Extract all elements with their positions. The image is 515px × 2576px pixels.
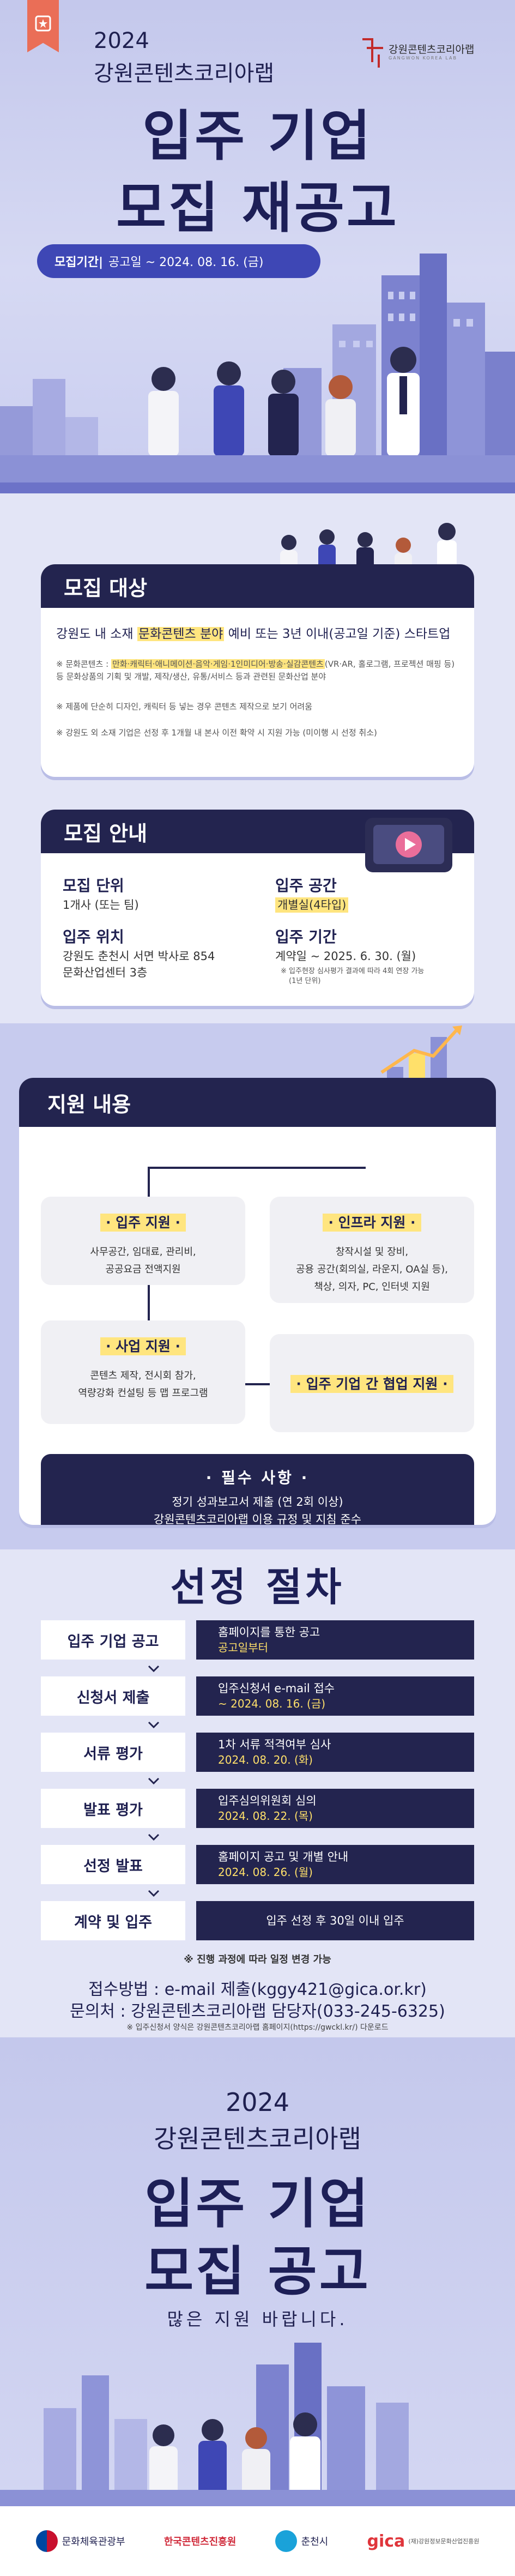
box-business-support: · 사업 지원 · 콘텐츠 제작, 전시회 참가, 역량강화 컨설팅 등 맵 프… xyxy=(41,1320,245,1424)
location-value-1: 강원도 춘천시 서면 박사로 854 xyxy=(63,950,215,963)
required-title: · 필수 사항 · xyxy=(205,1469,310,1487)
sponsor-mcst: 문화체육관광부 xyxy=(35,2530,125,2552)
org-logo: 강원콘텐츠코리아랩 GANGWON KOREA LAB xyxy=(362,35,499,68)
unit-label: 모집 단위 xyxy=(63,877,124,895)
target-card: 모집 대상 강원도 내 소재 문화콘텐츠 분야 예비 또는 3년 이내(공고일 … xyxy=(41,564,474,777)
space-value: 개별실(4타입) xyxy=(275,897,349,913)
required-line-1: 정기 성과보고서 제출 (연 2회 이상) xyxy=(172,1495,343,1509)
target-note-2: ※ 제품에 단순히 디자인, 캐릭터 등 넣는 경우 콘텐츠 제작으로 보기 어… xyxy=(56,702,312,711)
process-heading: 선정 절차 xyxy=(170,1564,345,1610)
connector-line xyxy=(148,1285,150,1320)
sponsor-gica: gica (재)강원정보문화산업진흥원 xyxy=(367,2531,480,2551)
video-monitor-icon xyxy=(365,818,452,872)
chevron-down-icon xyxy=(148,1665,160,1673)
connector-line xyxy=(148,1167,366,1169)
connector-line xyxy=(243,1383,272,1385)
period-value: 공고일 ~ 2024. 08. 16. (금) xyxy=(108,256,264,269)
recruit-period-pill: 모집기간| 공고일 ~ 2024. 08. 16. (금) xyxy=(37,244,320,278)
footer-city-illustration xyxy=(0,2343,515,2506)
space-label: 입주 공간 xyxy=(275,877,337,895)
guide-section: 모집 안내 모집 단위 1개사 (또는 팀) 입주 위치 강원도 춘천시 서면 … xyxy=(0,799,515,1023)
taegeuk-icon xyxy=(35,2530,58,2552)
target-note-3: ※ 강원도 외 소재 기업은 선정 후 1개월 내 본사 이전 확약 시 지원 … xyxy=(56,728,377,738)
sponsor-bar: 문화체육관광부 한국콘텐츠진흥원 춘천시 gica (재)강원정보문화산업진흥원 xyxy=(0,2506,515,2576)
footer-subtitle: 많은 지원 바랍니다. xyxy=(167,2309,348,2330)
process-step: 신청서 제출 입주신청서 e-mail 접수~ 2024. 08. 16. (금… xyxy=(41,1676,474,1716)
period-value: 계약일 ~ 2025. 6. 30. (월) xyxy=(275,950,416,963)
highlight-culture: 문화콘텐츠 분야 xyxy=(137,627,225,641)
required-line-2: 강원콘텐츠코리아랩 이용 규정 및 지침 준수 xyxy=(153,1513,362,1525)
location-label: 입주 위치 xyxy=(63,928,124,946)
city-skyline-illustration xyxy=(0,254,515,493)
chevron-down-icon xyxy=(148,1833,160,1841)
contact-inquiry: 문의처 : 강원콘텐츠코리아랩 담당자(033-245-6325) xyxy=(70,2002,445,2021)
location-value-2: 문화산업센터 3층 xyxy=(63,966,148,979)
period-note-2: (1년 단위) xyxy=(289,977,321,985)
footer-title-line1: 입주 기업 xyxy=(144,2173,371,2235)
guide-card: 모집 안내 모집 단위 1개사 (또는 팀) 입주 위치 강원도 춘천시 서면 … xyxy=(41,810,474,1006)
footer-section: 2024 강원콘텐츠코리아랩 입주 기업 모집 공고 많은 지원 바랍니다. 문… xyxy=(0,2037,515,2576)
hero-org: 강원콘텐츠코리아랩 xyxy=(94,61,275,86)
connector-line xyxy=(148,1167,150,1197)
hero-year: 2024 xyxy=(94,28,149,53)
sponsor-kocca: 한국콘텐츠진흥원 xyxy=(163,2536,237,2548)
period-note-1: ※ 입주현장 심사평가 결과에 따라 4회 연장 가능 xyxy=(281,967,425,975)
footer-title-line2: 모집 공고 xyxy=(144,2241,371,2303)
chuncheon-logo-icon xyxy=(275,2530,297,2552)
unit-value: 1개사 (또는 팀) xyxy=(63,898,139,912)
logo-mark-icon xyxy=(362,35,384,68)
contact-method: 접수방법 : e-mail 제출(kggy421@gica.or.kr) xyxy=(88,1980,427,1999)
process-footnote: ※ 입주신청서 양식은 강원콘텐츠코리아랩 홈페이지(https://gwckl… xyxy=(126,2023,389,2032)
logo-subtext: GANGWON KOREA LAB xyxy=(389,56,457,61)
target-section: 모집 대상 강원도 내 소재 문화콘텐츠 분야 예비 또는 3년 이내(공고일 … xyxy=(0,493,515,799)
chevron-down-icon xyxy=(148,1777,160,1785)
period-label: 입주 기간 xyxy=(275,928,337,946)
sponsor-chuncheon: 춘천시 xyxy=(275,2530,328,2552)
footer-year: 2024 xyxy=(225,2088,290,2117)
box-residence-support: · 입주 지원 · 사무공간, 임대료, 관리비, 공공요금 전액지원 xyxy=(41,1197,245,1285)
hero-title-line1: 입주 기업 xyxy=(142,104,373,168)
period-label: 모집기간| xyxy=(54,256,103,269)
target-heading: 모집 대상 xyxy=(41,564,474,608)
target-main-text: 강원도 내 소재 문화콘텐츠 분야 예비 또는 3년 이내(공고일 기준) 스타… xyxy=(56,627,451,641)
process-note: ※ 진행 과정에 따라 일정 변경 가능 xyxy=(184,1954,331,1965)
hero-title-line2: 모집 재공고 xyxy=(116,176,399,240)
target-note-1: ※ 문화콘텐츠 : 만화·캐릭터·애니메이션·음악·게임·1인미디어·방송·실감… xyxy=(56,659,455,681)
support-card: 지원 내용 · 입주 지원 · 사무공간, 임대료, 관리비, 공공요금 전액지… xyxy=(19,1078,496,1525)
required-box: · 필수 사항 · 정기 성과보고서 제출 (연 2회 이상) 강원콘텐츠코리아… xyxy=(41,1454,474,1525)
box-collab-support: · 입주 기업 간 협업 지원 · xyxy=(270,1334,474,1432)
process-step: 계약 및 입주 입주 선정 후 30일 이내 입주 xyxy=(41,1901,474,1940)
footer-org: 강원콘텐츠코리아랩 xyxy=(154,2124,361,2153)
chevron-down-icon xyxy=(148,1890,160,1897)
support-section: 지원 내용 · 입주 지원 · 사무공간, 임대료, 관리비, 공공요금 전액지… xyxy=(0,1023,515,1549)
award-ribbon-icon xyxy=(27,0,59,52)
chevron-down-icon xyxy=(148,1721,160,1729)
support-heading: 지원 내용 xyxy=(19,1078,496,1127)
logo-text: 강원콘텐츠코리아랩 xyxy=(389,44,475,56)
box-infra-support: · 인프라 지원 · 창작시설 및 장비, 공용 공간(회의실, 라운지, OA… xyxy=(270,1197,474,1303)
hero-section: 2024 강원콘텐츠코리아랩 강원콘텐츠코리아랩 GANGWON KOREA L… xyxy=(0,0,515,493)
